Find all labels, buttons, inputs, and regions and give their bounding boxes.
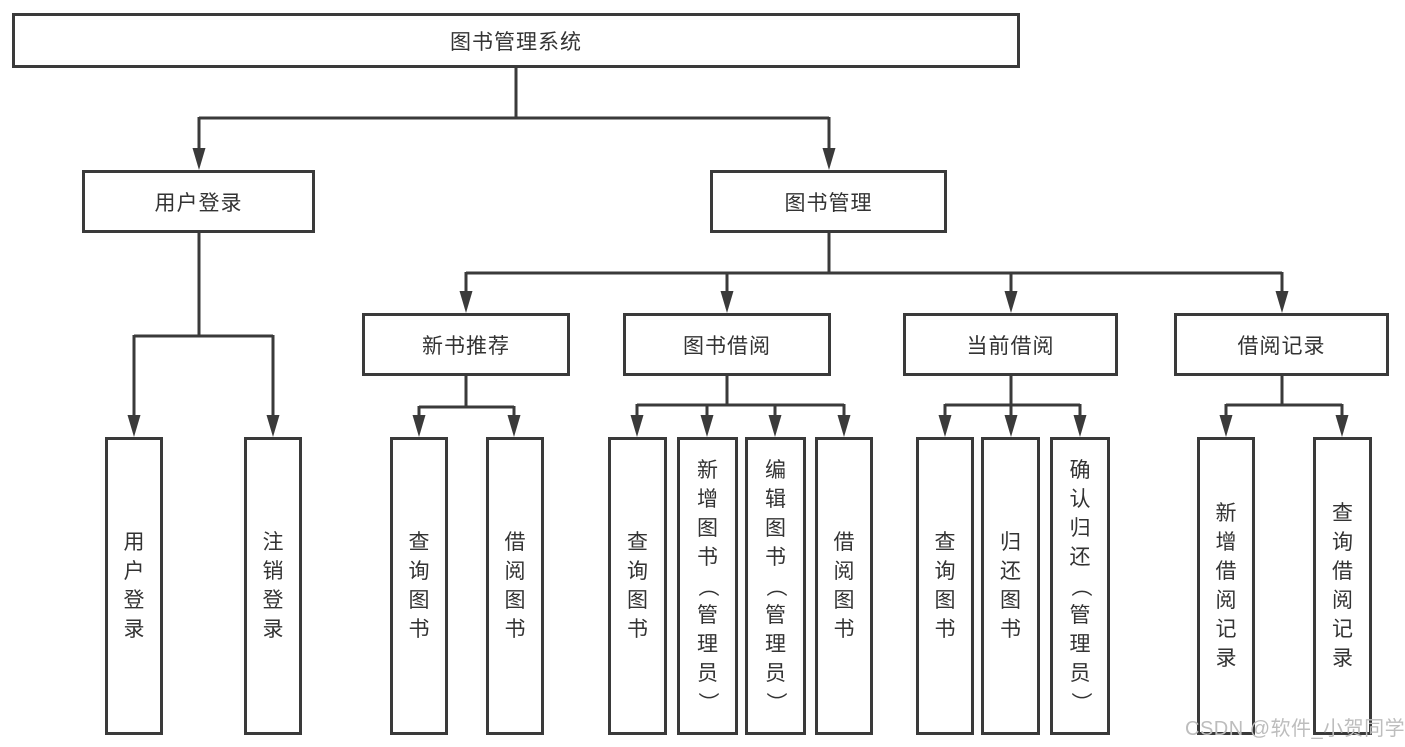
node-bb-edit-books-admin: 编辑图书（管理员） (745, 437, 806, 735)
node-borrow-records: 借阅记录 (1174, 313, 1389, 376)
node-cb-confirm-return-admin: 确认归还（管理员） (1050, 437, 1110, 735)
node-new-book-recommend: 新书推荐 (362, 313, 570, 376)
node-nbr-query-books: 查询图书 (390, 437, 448, 735)
node-logout: 注销登录 (244, 437, 302, 735)
node-nbr-borrow-books: 借阅图书 (486, 437, 544, 735)
node-bb-query-books: 查询图书 (608, 437, 667, 735)
node-book-management: 图书管理 (710, 170, 947, 233)
node-user-login-group: 用户登录 (82, 170, 315, 233)
node-user-login: 用户登录 (105, 437, 163, 735)
node-br-query-record: 查询借阅记录 (1313, 437, 1372, 735)
node-br-add-record: 新增借阅记录 (1197, 437, 1255, 735)
node-bb-borrow-books: 借阅图书 (815, 437, 873, 735)
node-book-borrow: 图书借阅 (623, 313, 831, 376)
node-cb-query-books: 查询图书 (916, 437, 974, 735)
watermark: CSDN @软件_小贺同学 (1185, 718, 1405, 740)
node-cb-return-books: 归还图书 (981, 437, 1040, 735)
node-root: 图书管理系统 (12, 13, 1020, 68)
node-current-borrow: 当前借阅 (903, 313, 1118, 376)
node-bb-add-books-admin: 新增图书（管理员） (677, 437, 738, 735)
